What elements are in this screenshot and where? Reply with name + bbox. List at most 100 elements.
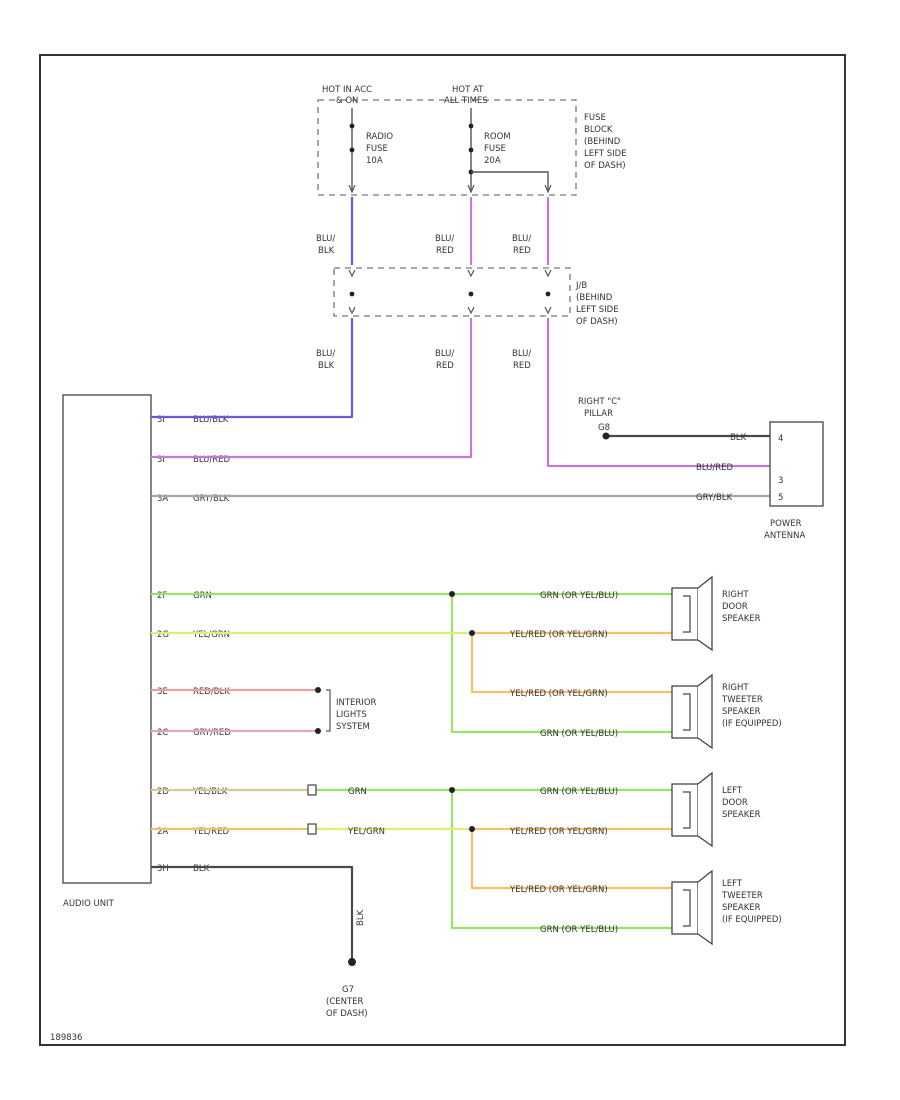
splice-dot: [449, 591, 455, 597]
interior-label-1: INTERIOR: [336, 698, 377, 708]
svg-text:4: 4: [778, 434, 783, 444]
pin-label: 2F: [157, 591, 167, 601]
wire-blu-blk-audio: [151, 318, 354, 419]
interior-terminal: [315, 728, 321, 734]
left-door-label-3: SPEAKER: [722, 810, 761, 820]
right-door-label-3: SPEAKER: [722, 614, 761, 624]
speaker-wire-label: GRN (OR YEL/BLU): [540, 925, 618, 935]
wire-label-blu-blk-1a: BLU/: [316, 234, 335, 244]
inline-connector: [307, 823, 317, 835]
left-door-label-1: LEFT: [722, 786, 743, 796]
ground-g8-label-2: PILLAR: [584, 409, 613, 419]
wire-label-blu-red-2a: BLU/: [512, 234, 531, 244]
wire-color-label: BLU/BLK: [193, 415, 229, 425]
wire-grn-left-tweeter: [450, 790, 672, 930]
wire-label-blu-blk-2a: BLU/: [316, 349, 335, 359]
wire-color-label: YEL/RED: [192, 827, 229, 837]
right-door-speaker-icon: [671, 575, 713, 652]
fuse-block-loc-3: (BEHIND: [584, 137, 621, 147]
speaker-wire-label: YEL/RED (OR YEL/GRN): [509, 689, 608, 699]
interior-label-3: SYSTEM: [336, 722, 370, 732]
pin-label: 3H: [157, 864, 169, 874]
wire-label-blu-red-1a: BLU/: [435, 234, 454, 244]
wire-blu-red-audio: [151, 318, 473, 459]
left-tweeter-label-2: TWEETER: [721, 891, 763, 901]
pin-label: 3E: [157, 687, 168, 697]
antenna-wire-blu-red: BLU/RED: [696, 463, 734, 473]
wire-label-blu-red-4a: BLU/: [512, 349, 531, 359]
speaker-wire-label: GRN (OR YEL/BLU): [540, 787, 618, 797]
svg-text:3: 3: [778, 476, 783, 486]
power-antenna-label-1: POWER: [770, 519, 802, 529]
interior-terminal: [315, 687, 321, 693]
radio-fuse-label-3: 10A: [366, 156, 383, 166]
wire-color-label: YEL/BLK: [192, 787, 228, 797]
interior-bracket: [326, 689, 331, 732]
splice-dot: [469, 630, 475, 636]
hot-in-acc-label-2: & ON: [336, 96, 358, 106]
wire-label-blu-red-3a: BLU/: [435, 349, 454, 359]
ground-g7-label-1: (CENTER: [326, 997, 364, 1007]
wire-label-blu-red-3b: RED: [436, 361, 454, 371]
wire-color-label: RED/BLK: [193, 687, 230, 697]
wire-yel-red-left-tweeter: [470, 829, 672, 890]
right-tweeter-label-1: RIGHT: [722, 683, 749, 693]
wire-label-blu-red-1b: RED: [436, 246, 454, 256]
pin-label: 2G: [157, 630, 169, 640]
power-antenna-label-2: ANTENNA: [764, 531, 805, 541]
hot-at-all-label: HOT AT: [452, 85, 484, 95]
pin-label: 2D: [157, 787, 169, 797]
jb-connectors: [348, 269, 552, 315]
wire-color-label: BLU/RED: [193, 455, 231, 465]
jb-loc-1: J/B: [575, 281, 587, 291]
jb-outline: [333, 267, 571, 317]
right-tweeter-label-4: (IF EQUIPPED): [722, 719, 782, 729]
frame-id: 189836: [50, 1033, 82, 1043]
radio-fuse: [348, 108, 356, 194]
wire-grn-right-tweeter: [450, 594, 672, 734]
wire-blu-red-antenna: [546, 318, 770, 468]
fuse-block-loc-4: LEFT SIDE: [584, 149, 627, 159]
pin-label: 2C: [157, 728, 168, 738]
left-tweeter-label-4: (IF EQUIPPED): [722, 915, 782, 925]
speaker-wire-label: YEL/RED (OR YEL/GRN): [509, 885, 608, 895]
fuse-block-outline: [317, 99, 577, 196]
wire-yel-red-right-tweeter: [470, 633, 672, 694]
speaker-wire-label: GRN (OR YEL/BLU): [540, 591, 618, 601]
power-antenna-box: [769, 421, 824, 507]
wire-label-blu-red-4b: RED: [513, 361, 531, 371]
inline-connector: [307, 784, 317, 796]
wire-blk-ground: [151, 865, 354, 962]
ground-g8-symbol: [602, 432, 610, 440]
left-tweeter-label-1: LEFT: [722, 879, 743, 889]
right-door-label-2: DOOR: [722, 602, 748, 612]
room-fuse-label-3: 20A: [484, 156, 501, 166]
ground-g7-symbol: [348, 958, 356, 966]
speaker-wire-label: YEL/RED (OR YEL/GRN): [509, 827, 608, 837]
room-fuse: [467, 108, 552, 194]
audio-unit-box: [62, 394, 152, 884]
wire-color-label: GRY/BLK: [193, 494, 230, 504]
ground-g8-label-1: RIGHT "C": [578, 397, 621, 407]
left-door-label-2: DOOR: [722, 798, 748, 808]
diagram-frame: [39, 54, 846, 1046]
jb-loc-4: OF DASH): [576, 317, 618, 327]
speaker-wire-label: YEL/RED (OR YEL/GRN): [509, 630, 608, 640]
pin-label: 3I: [157, 415, 165, 425]
speaker-wire-label: GRN (OR YEL/BLU): [540, 729, 618, 739]
jb-loc-3: LEFT SIDE: [576, 305, 619, 315]
hot-in-acc-label: HOT IN ACC: [322, 85, 372, 95]
interior-label-2: LIGHTS: [336, 710, 367, 720]
svg-text:5: 5: [778, 493, 783, 503]
fuse-block-loc-5: OF DASH): [584, 161, 626, 171]
right-tweeter-label-3: SPEAKER: [722, 707, 761, 717]
wire-color-label: YEL/GRN: [192, 630, 230, 640]
ground-g8-id: G8: [598, 423, 610, 433]
wire-color-label: BLK: [193, 864, 210, 874]
splice-dot: [469, 826, 475, 832]
left-tweeter-label-3: SPEAKER: [722, 903, 761, 913]
wire-color-label: GRN: [193, 591, 212, 601]
ground-g7-label-2: OF DASH): [326, 1009, 368, 1019]
pin-label: 3I: [157, 455, 165, 465]
